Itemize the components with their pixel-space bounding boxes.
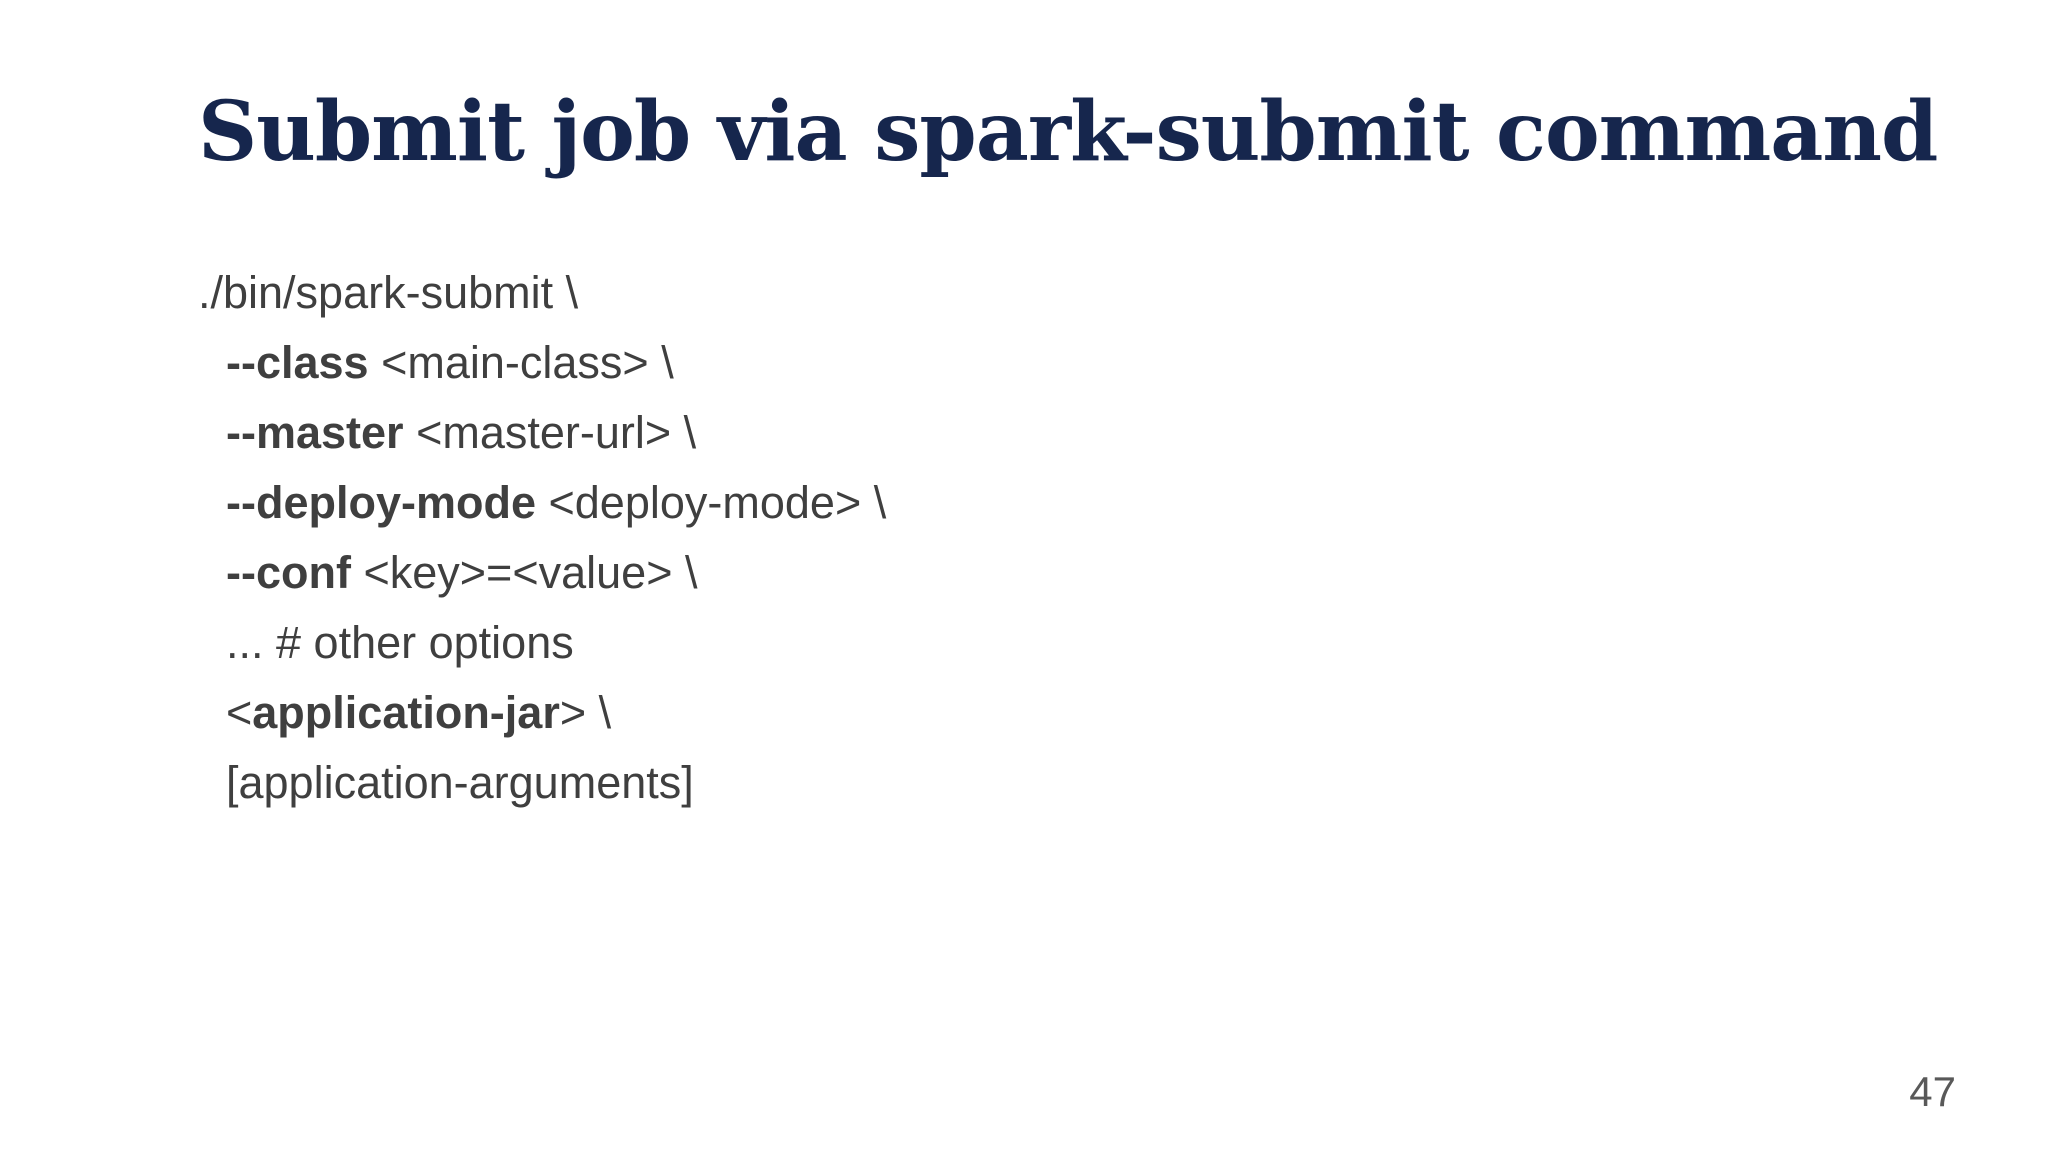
code-line: ... # other options [198,608,886,678]
code-line: --class <main-class> \ [198,328,886,398]
code-segment-bold: --deploy-mode [226,477,536,528]
code-segment: [application-arguments] [226,757,694,808]
code-segment-bold: --conf [226,547,351,598]
code-line: --conf <key>=<value> \ [198,538,886,608]
code-segment: > \ [559,687,612,738]
code-segment: <master-url> \ [403,407,697,458]
code-segment-bold: --master [226,407,404,458]
code-segment: < [226,687,253,738]
code-line: ./bin/spark-submit \ [198,258,886,328]
code-segment: ... # other options [226,617,574,668]
code-segment: <deploy-mode> \ [536,477,887,528]
code-segment-bold: application-jar [252,687,560,738]
page-number: 47 [1909,1068,1956,1115]
slide-title: Submit job via spark-submit command [198,84,1938,180]
code-segment: <main-class> \ [368,337,674,388]
code-segment-bold: --class [226,337,369,388]
code-block: ./bin/spark-submit \ --class <main-class>… [198,258,886,818]
code-line: --deploy-mode <deploy-mode> \ [198,468,886,538]
code-segment: <key>=<value> \ [350,547,698,598]
code-line: <application-jar> \ [198,678,886,748]
code-line: [application-arguments] [198,748,886,818]
code-segment: ./bin/spark-submit \ [198,267,579,318]
code-line: --master <master-url> \ [198,398,886,468]
